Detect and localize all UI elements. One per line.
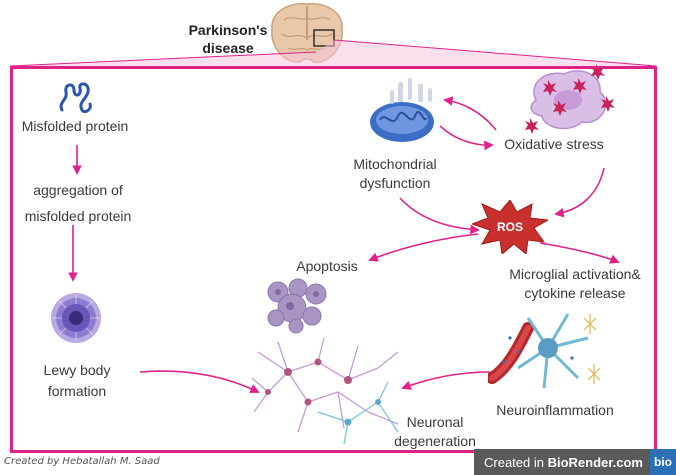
degeneration-line-2: degeneration <box>394 433 476 449</box>
lewy-line-1: Lewy body <box>43 362 111 378</box>
zoom-wedge <box>9 39 657 67</box>
misfolded-protein-icon <box>59 82 92 114</box>
arrow-mito-to-ros <box>399 197 480 235</box>
arrow-lewy-to-degeneration <box>139 370 260 393</box>
diagram-title: Parkinson's disease <box>178 21 278 57</box>
ros-label: ROS <box>496 220 523 234</box>
mito-line-1: Mitochondrial <box>353 156 437 172</box>
biorender-logo-icon: bio <box>650 449 676 475</box>
biorender-badge-text: Created in BioRender.com <box>474 455 650 470</box>
author-credit: Created by Hebatallah M. Saad <box>4 456 160 467</box>
microglial-label: Microglial activation& cytokine release <box>492 266 658 302</box>
aggregation-label: aggregation of misfolded protein <box>14 182 142 225</box>
lewy-line-2: formation <box>47 383 107 399</box>
arrow-mito-to-oxidative <box>439 125 494 151</box>
title-line-2: disease <box>202 40 254 56</box>
aggregation-line-1: aggregation of <box>33 182 123 198</box>
mitochondrion-icon <box>370 78 434 142</box>
lewy-body-label: Lewy body formation <box>34 362 120 400</box>
arrow-oxidative-to-ros <box>554 167 605 218</box>
mitochondrial-label: Mitochondrial dysfunction <box>334 156 456 192</box>
diagram-frame <box>10 66 657 453</box>
apoptotic-cell-icon <box>267 278 327 334</box>
oxidative-stress-label: Oxidative stress <box>504 136 604 152</box>
arrow-oxidative-to-mito <box>443 96 497 131</box>
arrow-ros-to-microglial <box>539 242 620 264</box>
badge-brand: BioRender.com <box>547 454 643 470</box>
degeneration-line-1: Neuronal <box>406 414 464 430</box>
mito-line-2: dysfunction <box>359 175 431 191</box>
arrow-inflammation-to-degeneration <box>401 371 491 390</box>
microglial-line-1: Microglial activation& <box>509 266 641 282</box>
neuronal-degeneration-label: Neuronal degeneration <box>380 414 490 450</box>
arrow-ros-to-apoptosis <box>368 233 479 262</box>
apoptosis-label: Apoptosis <box>296 258 358 274</box>
neuroinflammation-icon <box>488 313 601 389</box>
title-line-1: Parkinson's <box>188 22 268 38</box>
lewy-body-icon <box>51 293 101 343</box>
neuroinflammation-label: Neuroinflammation <box>496 402 614 418</box>
badge-prefix: Created in <box>484 454 548 470</box>
oxidative-stress-cell-icon <box>525 64 615 134</box>
misfolded-protein-label: Misfolded protein <box>21 118 129 134</box>
neuron-network-icon <box>251 337 399 445</box>
microglial-line-2: cytokine release <box>524 285 626 301</box>
aggregation-line-2: misfolded protein <box>24 208 132 224</box>
ros-burst-icon <box>472 200 548 254</box>
biorender-badge[interactable]: Created in BioRender.com bio <box>474 449 676 475</box>
